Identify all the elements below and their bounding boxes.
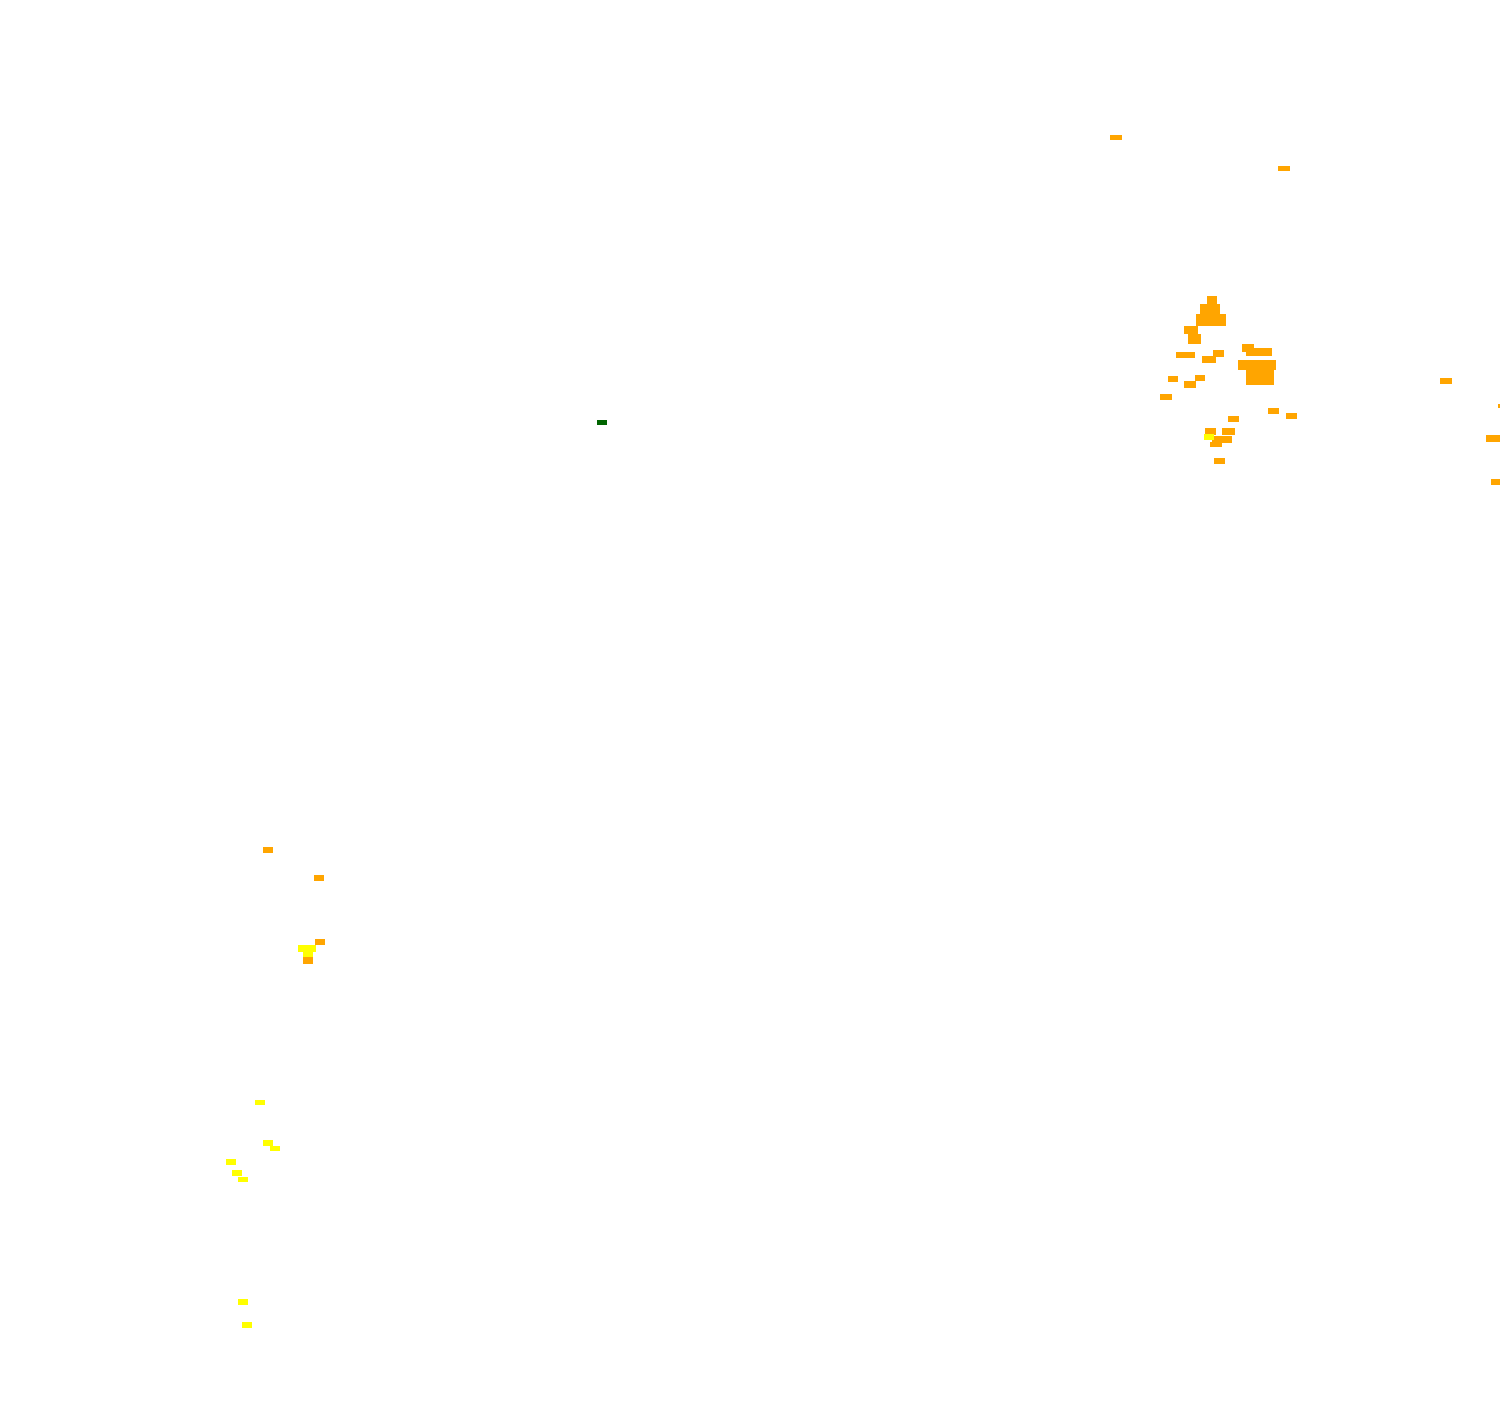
northeast-orange-cluster-cell <box>1222 428 1235 435</box>
northeast-orange-cluster-cell <box>1110 135 1122 140</box>
northeast-orange-cluster-cell <box>1440 378 1452 384</box>
northeast-orange-cluster-cell <box>1246 348 1272 356</box>
northeast-orange-cluster-cell <box>1184 326 1198 334</box>
northeast-orange-cluster-cell <box>1213 350 1224 357</box>
southwest-orange-cluster-cell <box>303 957 313 964</box>
northeast-orange-cluster-cell <box>1486 435 1500 442</box>
northeast-orange-cluster-cell <box>1205 428 1216 435</box>
southwest-yellow-cluster-cell <box>238 1299 248 1305</box>
southwest-yellow-cluster-cell <box>298 945 316 952</box>
northeast-orange-cluster-cell <box>1202 356 1216 363</box>
southwest-orange-cluster-cell <box>315 939 325 945</box>
northeast-orange-cluster-cell <box>1491 479 1500 485</box>
northeast-orange-cluster-cell <box>1207 296 1217 304</box>
northeast-orange-cluster-cell <box>1246 370 1274 385</box>
northeast-orange-cluster-cell <box>1228 416 1239 422</box>
northeast-orange-cluster-cell <box>1184 381 1196 388</box>
northeast-orange-cluster-cell <box>1214 458 1225 464</box>
southwest-yellow-cluster-cell <box>242 1322 252 1328</box>
northeast-orange-cluster-cell <box>1195 375 1205 381</box>
southwest-yellow-cluster-cell <box>270 1146 280 1151</box>
northeast-orange-cluster-cell <box>1278 166 1290 171</box>
northeast-orange-cluster-cell <box>1168 376 1178 382</box>
southwest-yellow-cluster-cell <box>303 951 313 957</box>
northeast-orange-cluster-cell <box>1196 314 1226 326</box>
northeast-orange-cluster-cell <box>1212 436 1232 443</box>
northeast-orange-cluster-cell <box>1238 360 1276 370</box>
southwest-yellow-cluster-cell <box>263 1140 273 1146</box>
northeast-orange-cluster-cell <box>1188 334 1201 344</box>
northeast-orange-cluster-cell <box>1498 404 1500 408</box>
northeast-orange-cluster-cell <box>1268 408 1279 414</box>
southwest-yellow-cluster-cell <box>238 1177 248 1182</box>
northeast-orange-cluster-cell <box>1200 304 1220 314</box>
northeast-orange-cluster-cell <box>1160 394 1172 400</box>
southwest-orange-cluster-cell <box>314 875 324 881</box>
northeast-orange-cluster-cell <box>1176 352 1195 358</box>
northeast-orange-cluster-cell <box>1204 434 1214 440</box>
southwest-orange-cluster-cell <box>263 847 273 853</box>
southwest-yellow-cluster-cell <box>255 1100 265 1105</box>
southwest-yellow-cluster-cell <box>232 1170 242 1176</box>
center-green-cell-cell <box>597 420 607 425</box>
northeast-orange-cluster-cell <box>1286 413 1297 419</box>
southwest-yellow-cluster-cell <box>226 1159 236 1165</box>
northeast-orange-cluster-cell <box>1210 442 1222 447</box>
